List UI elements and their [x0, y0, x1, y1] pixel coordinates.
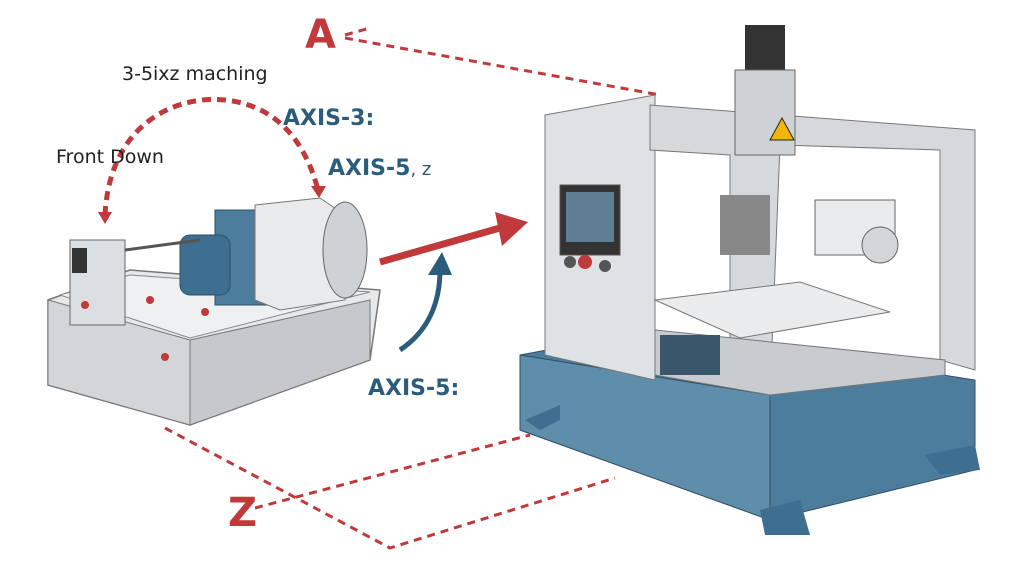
axis-5z-text: AXIS-5 [328, 156, 411, 181]
label-a: A [305, 12, 336, 58]
red-direction-arrow [379, 212, 528, 266]
label-z: Z [228, 490, 258, 536]
small-lathe-machine [47, 197, 381, 426]
axis-5z-suffix: , z [410, 159, 432, 180]
front-down-label: Front Down [56, 146, 164, 168]
axis-3-label: AXIS-3: [283, 106, 375, 131]
axis-5-label: AXIS-5: [368, 376, 460, 401]
title-label: 3-5ixz maching [122, 63, 268, 85]
rotation-arrow [98, 96, 326, 224]
axis-5z-label: AXIS-5, z [328, 156, 431, 181]
cnc-milling-machine [519, 25, 980, 535]
dashed-guide-lines [164, 26, 661, 550]
blue-axis-arrow [398, 252, 452, 353]
